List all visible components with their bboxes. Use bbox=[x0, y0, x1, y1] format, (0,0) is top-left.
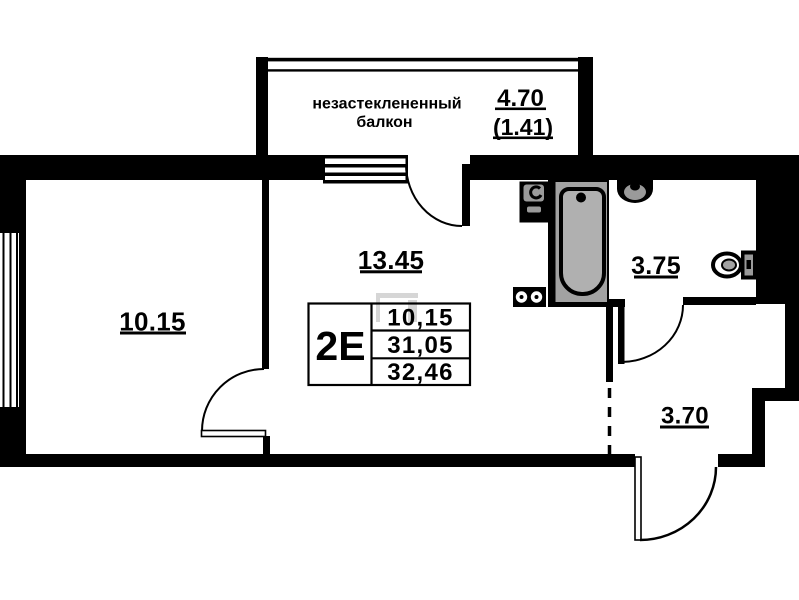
svg-text:3.70: 3.70 bbox=[661, 403, 709, 430]
svg-text:2Е: 2Е bbox=[315, 323, 365, 369]
svg-text:(1.41): (1.41) bbox=[493, 114, 553, 140]
svg-text:13.45: 13.45 bbox=[358, 245, 425, 275]
svg-text:32,46: 32,46 bbox=[387, 359, 454, 386]
svg-text:незастеклененный: незастеклененный bbox=[312, 96, 461, 113]
svg-text:3.75: 3.75 bbox=[631, 252, 681, 280]
svg-text:31,05: 31,05 bbox=[387, 332, 454, 359]
svg-text:балкон: балкон bbox=[356, 114, 412, 131]
svg-text:10,15: 10,15 bbox=[387, 305, 454, 332]
